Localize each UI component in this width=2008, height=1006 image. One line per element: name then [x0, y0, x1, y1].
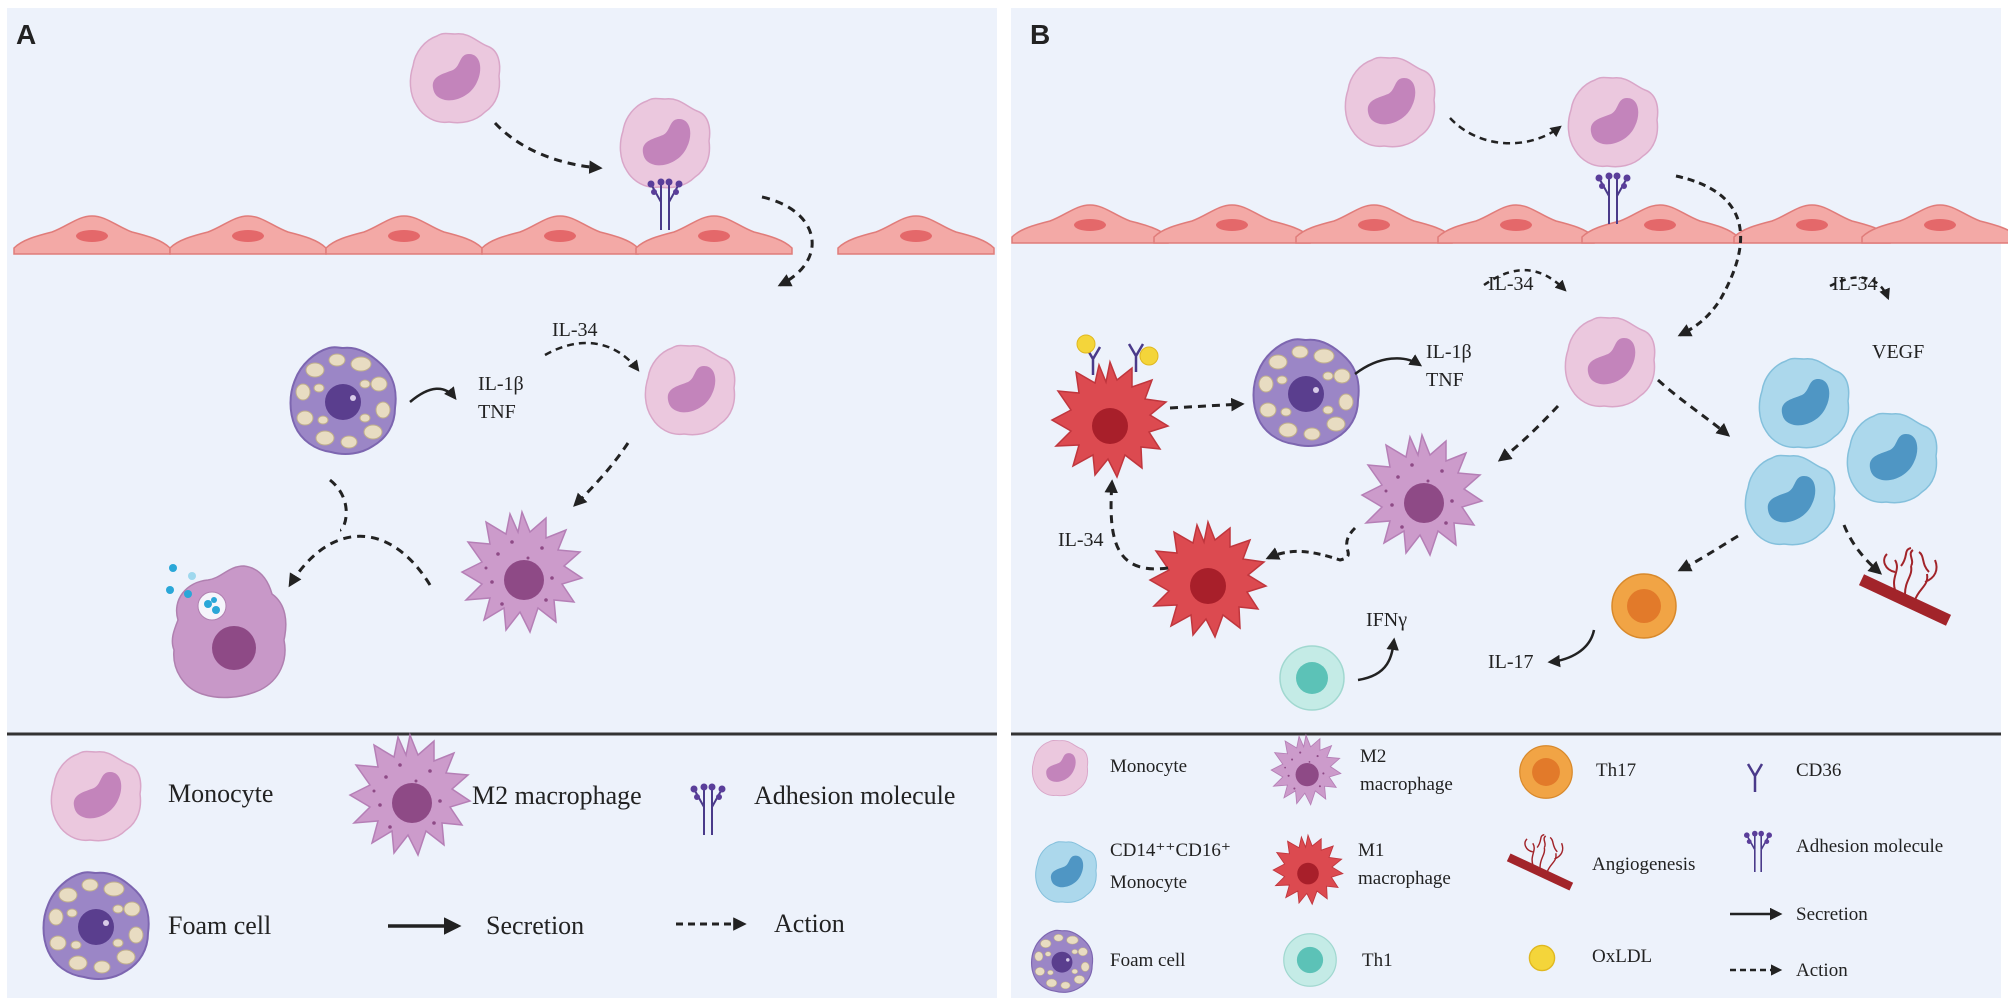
- legend-secretion: Secretion: [486, 911, 584, 940]
- legend-b-m1-line2: macrophage: [1358, 868, 1451, 889]
- label-il34-right: IL-34: [1832, 273, 1878, 295]
- legend-b-th1: Th1: [1362, 950, 1393, 971]
- foam-cell-icon: [289, 346, 397, 455]
- legend-b-adhesion: Adhesion molecule: [1796, 836, 1943, 857]
- monocyte-icon: [1344, 56, 1436, 148]
- legend-b-action: Action: [1796, 960, 1848, 981]
- cd14-monocyte-icon: [1758, 357, 1850, 449]
- label-tnf: TNF: [478, 401, 516, 423]
- cd14-monocyte-icon: [1744, 454, 1836, 546]
- foam-cell-icon: [1030, 929, 1094, 993]
- oxldl-icon: [1528, 944, 1556, 972]
- monocyte-icon: [1564, 316, 1656, 408]
- monocyte-icon: [409, 32, 501, 124]
- legend-b-foam: Foam cell: [1110, 950, 1185, 971]
- legend-b: Monocyte M2 macrophage Th17 CD36 CD14⁺⁺C…: [1030, 734, 1943, 993]
- legend-b-angiogenesis: Angiogenesis: [1592, 854, 1695, 875]
- cd14-monocyte-icon: [1035, 841, 1097, 903]
- th17-cell-icon: [1519, 745, 1573, 799]
- legend-b-oxldl: OxLDL: [1592, 946, 1652, 967]
- panel-b-letter: B: [1030, 19, 1050, 50]
- legend-b-cd14-line2: Monocyte: [1110, 872, 1187, 893]
- monocyte-icon: [644, 344, 736, 436]
- th1-cell-icon: [1279, 645, 1345, 711]
- oxldl-icon: [1139, 346, 1159, 366]
- cd14-monocyte-icon: [1846, 412, 1938, 504]
- label-il34: IL-34: [552, 319, 598, 341]
- label-il34-left: IL-34: [1058, 529, 1104, 551]
- legend-action: Action: [774, 909, 845, 938]
- legend-monocyte: Monocyte: [168, 779, 273, 808]
- foam-cell-icon: [42, 871, 150, 980]
- label-il1b: IL-1β: [478, 373, 524, 395]
- legend-adhesion-molecule: Adhesion molecule: [754, 781, 955, 810]
- panel-a-letter: A: [16, 19, 36, 50]
- label-tnf-b: TNF: [1426, 369, 1464, 391]
- label-il17: IL-17: [1488, 651, 1534, 673]
- th1-cell-icon: [1283, 933, 1337, 987]
- panel-a: A: [7, 8, 997, 998]
- legend-b-m2-line2: macrophage: [1360, 774, 1453, 795]
- legend-b-cd36: CD36: [1796, 760, 1841, 781]
- arrows-b: [1104, 117, 1890, 682]
- legend-m2-macrophage: M2 macrophage: [472, 781, 642, 810]
- oxldl-icon: [1076, 334, 1096, 354]
- monocyte-icon: [1031, 739, 1089, 797]
- label-ifng: IFNγ: [1366, 609, 1407, 631]
- panel-b: B: [1011, 8, 2008, 998]
- legend-b-m2-line1: M2: [1360, 746, 1386, 767]
- th17-cell-icon: [1611, 573, 1677, 639]
- legend-b-th17: Th17: [1596, 760, 1636, 781]
- arrows-a: [288, 121, 814, 588]
- legend-b-monocyte: Monocyte: [1110, 756, 1187, 777]
- label-vegf: VEGF: [1872, 341, 1924, 363]
- legend-b-m1-line1: M1: [1358, 840, 1384, 861]
- label-il34-top: IL-34: [1488, 273, 1534, 295]
- legend-foam-cell: Foam cell: [168, 911, 271, 940]
- monocyte-icon: [50, 750, 142, 842]
- legend-a: Monocyte M2 macrophage Adhesion molecule…: [42, 734, 955, 980]
- label-il1b-b: IL-1β: [1426, 341, 1472, 363]
- legend-b-secretion: Secretion: [1796, 904, 1868, 925]
- phagocytosing-macrophage-icon: [166, 564, 287, 699]
- monocyte-icon: [1567, 76, 1659, 168]
- foam-cell-icon: [1252, 338, 1360, 447]
- legend-b-cd14-line1: CD14⁺⁺CD16⁺: [1110, 840, 1231, 861]
- monocyte-icon: [619, 97, 711, 189]
